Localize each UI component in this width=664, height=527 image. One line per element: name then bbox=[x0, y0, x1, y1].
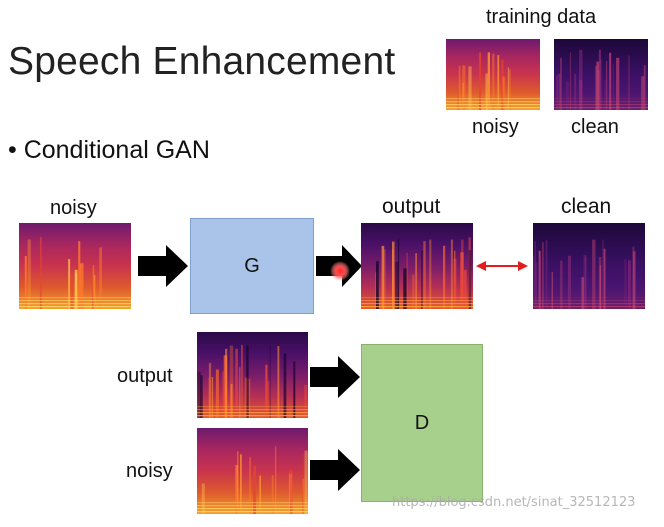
arrow-icon bbox=[316, 245, 362, 287]
input-noisy-label: noisy bbox=[50, 197, 97, 219]
discriminator-box: D bbox=[361, 344, 483, 502]
d-noisy-label: noisy bbox=[126, 460, 173, 482]
bullet-conditional-gan: • Conditional GAN bbox=[8, 136, 210, 164]
slide-title: Speech Enhancement bbox=[8, 40, 396, 83]
training-clean-label: clean bbox=[571, 116, 619, 138]
training-noisy-label: noisy bbox=[472, 116, 519, 138]
discriminator-label: D bbox=[414, 411, 430, 434]
d-noisy-spectrogram bbox=[197, 428, 308, 514]
arrow-icon bbox=[310, 449, 360, 491]
output-label: output bbox=[382, 195, 441, 218]
compare-arrow-icon bbox=[476, 261, 528, 271]
arrow-icon bbox=[138, 245, 188, 287]
watermark: https://blog.csdn.net/sinat_32512123 bbox=[392, 495, 636, 510]
d-output-spectrogram bbox=[197, 332, 308, 418]
d-output-label: output bbox=[117, 365, 173, 387]
generator-label: G bbox=[244, 254, 260, 277]
training-data-heading: training data bbox=[486, 6, 597, 28]
arrow-icon bbox=[310, 356, 360, 398]
training-clean-spectrogram bbox=[554, 39, 648, 110]
target-clean-spectrogram bbox=[533, 223, 645, 309]
target-clean-label: clean bbox=[561, 195, 612, 218]
output-spectrogram bbox=[361, 223, 473, 309]
input-noisy-spectrogram bbox=[19, 223, 131, 309]
training-noisy-spectrogram bbox=[446, 39, 540, 110]
generator-box: G bbox=[190, 218, 314, 314]
laser-pointer-icon bbox=[330, 261, 350, 281]
